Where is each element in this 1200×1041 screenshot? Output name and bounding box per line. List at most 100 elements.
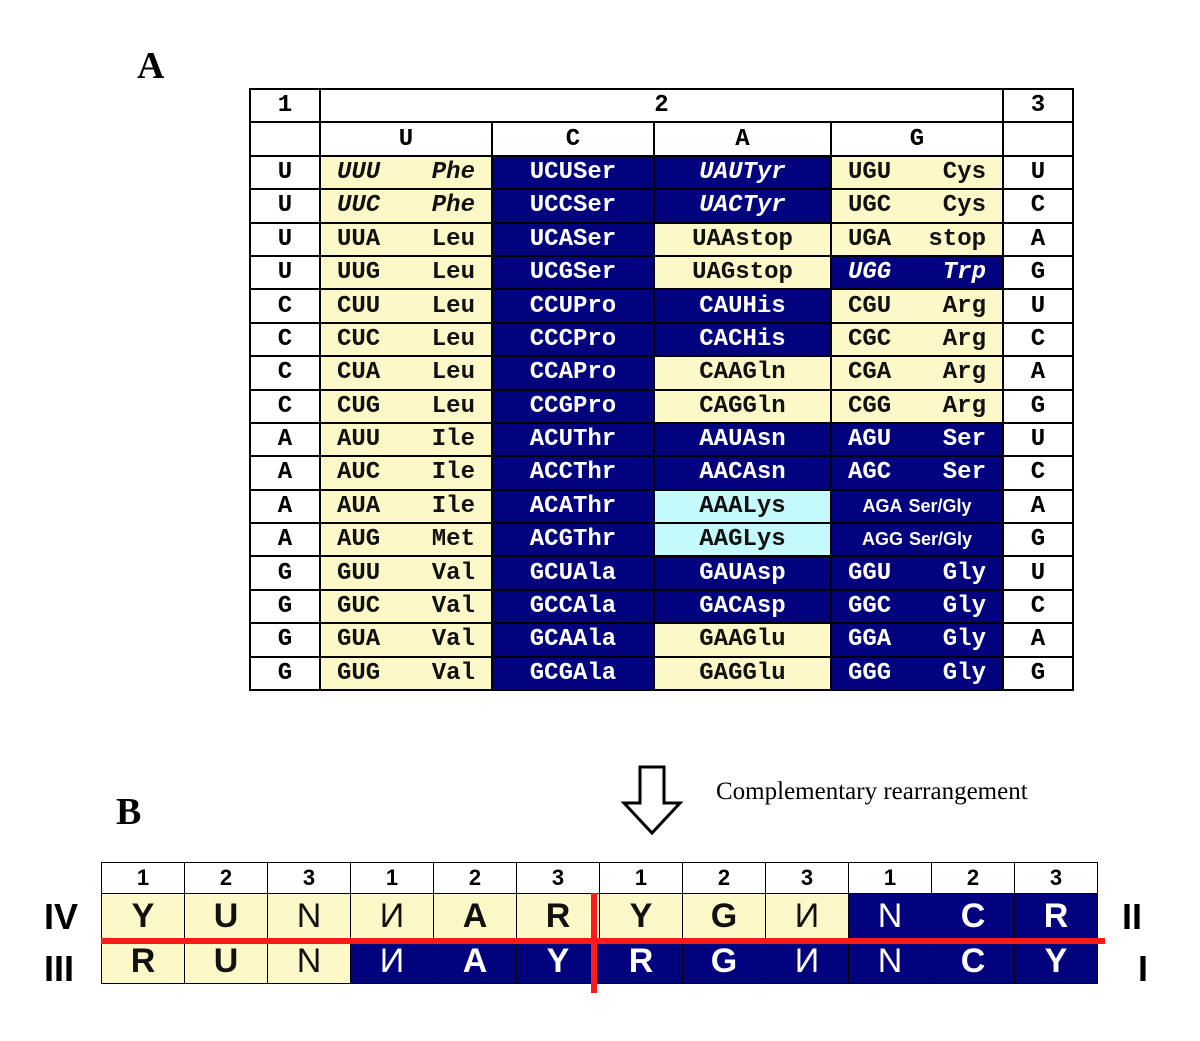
codon-triplet: GCC	[529, 593, 573, 621]
codon-triplet: UGU	[848, 158, 892, 186]
amino-acid: Asn	[742, 426, 786, 454]
first-base-cell: G	[249, 588, 321, 625]
second-position-header: 2	[319, 87, 1004, 124]
codon-triplet: GAA	[699, 626, 743, 654]
label-iii: III	[44, 948, 75, 989]
first-base-cell: U	[249, 254, 321, 291]
rearrangement-caption: Complementary rearrangement	[716, 778, 1028, 805]
amino-acid: Arg	[942, 392, 986, 420]
codon-triplet: AUG	[337, 526, 381, 554]
codon-triplet: GCG	[529, 659, 573, 687]
codon-triplet: GCA	[529, 626, 573, 654]
amino-acid: Lys	[742, 526, 786, 554]
codon-triplet: CUG	[337, 392, 381, 420]
codon-triplet: CGU	[848, 292, 892, 320]
codon-cell: CAGGln	[653, 388, 832, 424]
amino-acid: Ile	[431, 459, 475, 487]
empty-corner-cell	[1002, 121, 1074, 157]
codon-triplet: UGA	[848, 225, 892, 253]
amino-acid: Val	[431, 626, 475, 654]
codon-triplet: UCU	[529, 158, 573, 186]
third-base-cell: U	[1002, 288, 1074, 324]
third-base-cell: U	[1002, 154, 1074, 191]
codon-triplet: ACU	[529, 426, 573, 454]
codon-cell: AACAsn	[653, 455, 832, 491]
amino-acid: Ser	[573, 192, 617, 220]
amino-acid: Cys	[942, 158, 986, 186]
codon-cell: GAGGlu	[653, 655, 832, 692]
amino-acid: Asp	[742, 559, 786, 587]
base-cell: R	[1014, 893, 1098, 939]
amino-acid: Thr	[573, 426, 617, 454]
down-arrow-icon	[620, 765, 684, 836]
base-cell: N	[848, 893, 932, 939]
first-base-cell: A	[249, 421, 321, 458]
first-base-cell: G	[249, 622, 321, 658]
codon-triplet: UUU	[337, 158, 381, 186]
codon-triplet: CGA	[848, 359, 892, 387]
amino-acid: Val	[431, 659, 475, 687]
amino-acid: Thr	[573, 526, 617, 554]
codon-triplet: UAC	[699, 192, 743, 220]
position-number: 2	[184, 862, 268, 894]
position-number: 3	[267, 862, 351, 894]
amino-acid: stop	[928, 225, 986, 253]
amino-acid: Ser	[573, 158, 617, 186]
codon-cell: GCGAla	[491, 655, 655, 692]
amino-acid: Ala	[573, 626, 617, 654]
codon-cell: CCUPro	[491, 288, 655, 324]
codon-cell: GCUAla	[491, 555, 655, 591]
amino-acid: Ser	[573, 259, 617, 287]
amino-acid: Pro	[573, 359, 617, 387]
third-base-cell: A	[1002, 622, 1074, 658]
third-base-cell: C	[1002, 588, 1074, 625]
codon-triplet: AGA	[862, 495, 903, 516]
label-i: I	[1138, 948, 1149, 989]
second-base-a: A	[653, 121, 832, 157]
amino-acid: Ile	[431, 426, 475, 454]
codon-cell: UCCSer	[491, 188, 655, 224]
position-number: 1	[599, 862, 683, 894]
amino-acid: Gly	[942, 659, 986, 687]
third-base-cell: C	[1002, 188, 1074, 224]
red-vertical-divider	[591, 893, 597, 993]
base-cell: C	[931, 893, 1015, 939]
codon-cell: GACAsp	[653, 588, 832, 625]
position-number: 1	[848, 862, 932, 894]
amino-acid: Phe	[431, 158, 475, 186]
amino-acid: Ala	[573, 659, 617, 687]
codon-triplet: GAC	[699, 593, 743, 621]
codon-cell: CCGPro	[491, 388, 655, 424]
codon-triplet: CGC	[848, 325, 892, 353]
label-iv: IV	[44, 896, 79, 937]
codon-cell: CCCPro	[491, 321, 655, 358]
third-base-cell: G	[1002, 655, 1074, 692]
codon-triplet: GUG	[337, 659, 381, 687]
codon-triplet: CCA	[529, 359, 573, 387]
codon-cell: UCGSer	[491, 254, 655, 291]
codon-triplet: UUG	[337, 259, 381, 287]
codon-triplet: GGA	[848, 626, 892, 654]
third-base-cell: A	[1002, 355, 1074, 391]
amino-acid: Val	[431, 559, 475, 587]
amino-acid: Leu	[431, 359, 475, 387]
codon-triplet: UAU	[699, 158, 743, 186]
codon-triplet: UCG	[529, 259, 573, 287]
codon-triplet: CUU	[337, 292, 381, 320]
